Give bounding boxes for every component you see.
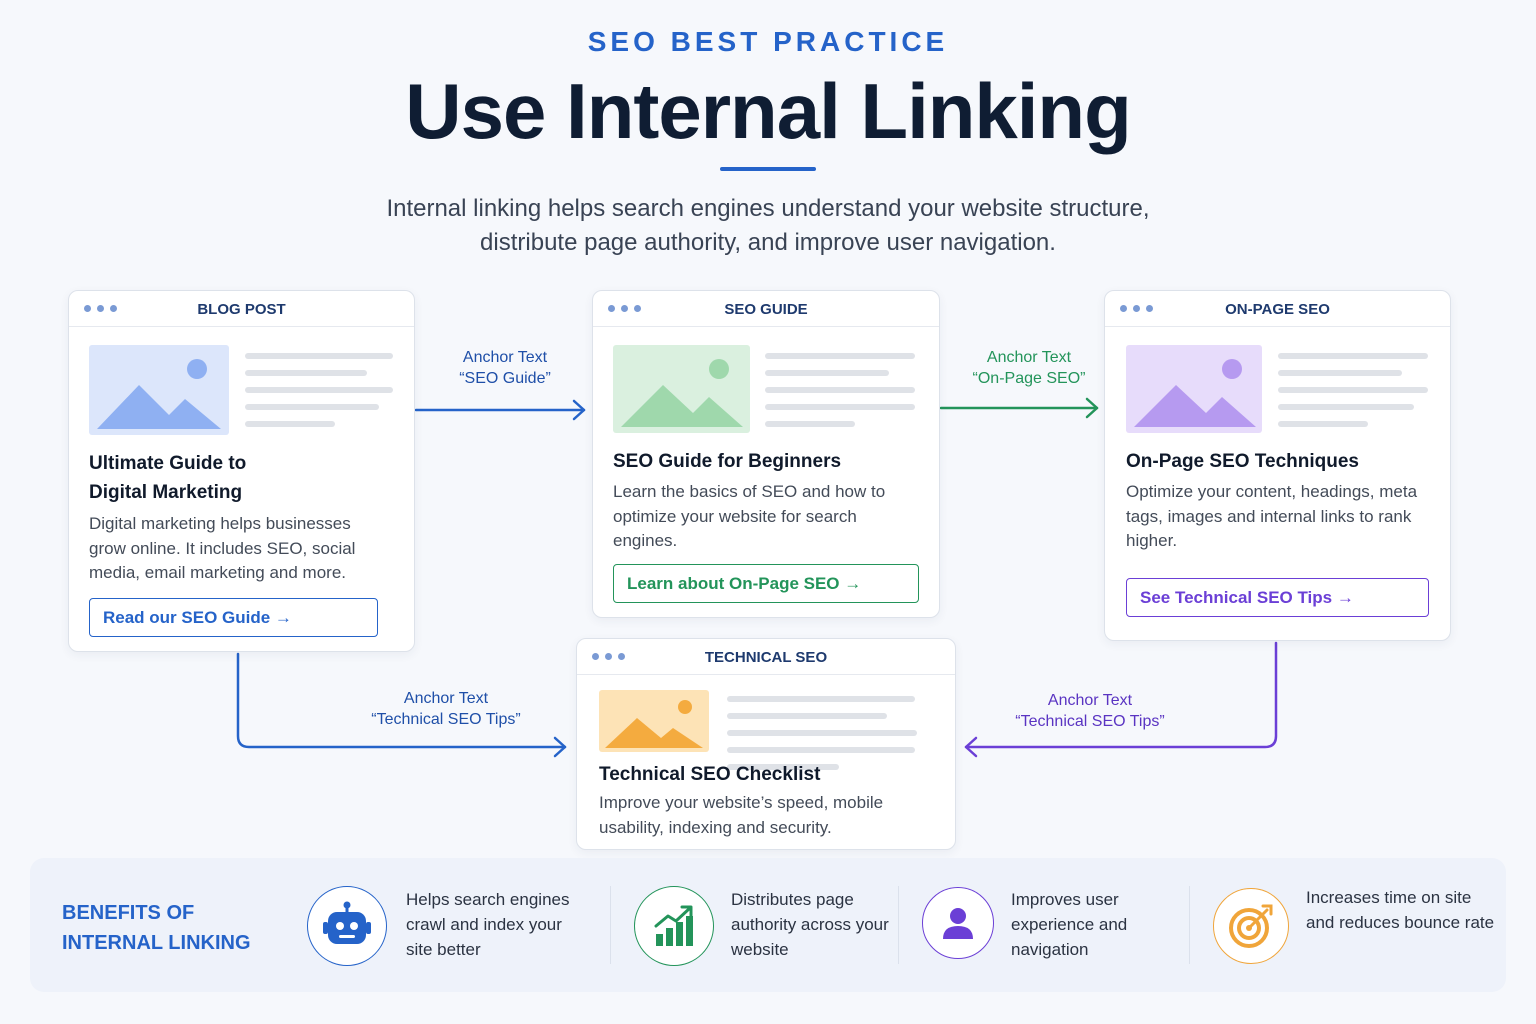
card-header: BLOG POST xyxy=(69,291,414,327)
window-dots-icon xyxy=(592,653,625,660)
benefits-title-line-1: BENEFITS OF xyxy=(62,902,195,924)
text-lines-placeholder xyxy=(245,353,395,438)
card-title: Ultimate Guide to Digital Marketing xyxy=(89,449,389,507)
anchor-label: Anchor Text xyxy=(403,690,489,707)
benefit-text-navigation: Improves user experience and navigation xyxy=(1011,890,1128,959)
image-placeholder-icon xyxy=(1126,345,1262,433)
benefits-title: BENEFITS OF INTERNAL LINKING xyxy=(62,898,282,958)
anchor-value: “On-Page SEO” xyxy=(972,370,1086,387)
card-description: Digital marketing helps businesses grow … xyxy=(89,514,356,582)
benefits-title-line-2: INTERNAL LINKING xyxy=(62,932,251,954)
benefit-text-crawl: Helps search engines crawl and index you… xyxy=(406,890,570,959)
anchor-value: “SEO Guide” xyxy=(459,370,551,387)
learn-on-page-seo-link[interactable]: Learn about On-Page SEO → xyxy=(613,564,919,603)
robot-icon xyxy=(307,886,387,966)
page-subtitle: Internal linking helps search engines un… xyxy=(268,192,1268,260)
card-title: SEO Guide for Beginners xyxy=(613,451,842,472)
anchor-text-on-page-seo: Anchor Text “On-Page SEO” xyxy=(944,347,1114,389)
anchor-value: “Technical SEO Tips” xyxy=(371,711,521,728)
anchor-label: Anchor Text xyxy=(462,349,548,366)
divider xyxy=(1189,886,1190,964)
card-header: TECHNICAL SEO xyxy=(577,639,955,675)
image-placeholder-icon xyxy=(599,690,709,752)
card-label: BLOG POST xyxy=(197,301,286,318)
anchor-value: “Technical SEO Tips” xyxy=(1015,713,1165,730)
card-label: ON-PAGE SEO xyxy=(1225,301,1330,318)
anchor-label: Anchor Text xyxy=(986,349,1072,366)
read-seo-guide-link[interactable]: Read our SEO Guide → xyxy=(89,598,378,637)
anchor-text-seo-guide: Anchor Text “SEO Guide” xyxy=(420,347,590,389)
window-dots-icon xyxy=(1120,305,1153,312)
growth-chart-icon xyxy=(634,886,714,966)
anchor-label: Anchor Text xyxy=(1047,692,1133,709)
target-icon xyxy=(1213,888,1289,964)
user-icon xyxy=(922,887,994,959)
divider xyxy=(610,886,611,964)
subtitle-line-1: Internal linking helps search engines un… xyxy=(386,195,1150,222)
divider xyxy=(898,886,899,964)
eyebrow-label: SEO BEST PRACTICE xyxy=(587,26,949,57)
arrow-guide-to-onpage xyxy=(939,397,1099,419)
card-label: SEO GUIDE xyxy=(724,301,808,318)
image-placeholder-icon xyxy=(613,345,750,433)
card-blog-post: BLOG POST Ultimate Guide to Digital Mark… xyxy=(68,290,415,652)
window-dots-icon xyxy=(608,305,641,312)
see-technical-seo-tips-link[interactable]: See Technical SEO Tips → xyxy=(1126,578,1429,617)
arrow-blog-to-guide xyxy=(414,399,586,421)
card-on-page-seo: ON-PAGE SEO On-Page SEO Techniques Optim… xyxy=(1104,290,1451,641)
card-header: ON-PAGE SEO xyxy=(1105,291,1450,327)
page-title: Use Internal Linking xyxy=(405,67,1131,155)
subtitle-line-2: distribute page authority, and improve u… xyxy=(480,229,1056,256)
text-lines-placeholder xyxy=(1278,353,1430,438)
benefit-text-authority: Distributes page authority across your w… xyxy=(731,890,889,959)
benefits-panel: BENEFITS OF INTERNAL LINKING Helps searc… xyxy=(30,858,1506,992)
card-description: Optimize your content, headings, meta ta… xyxy=(1126,482,1418,550)
card-seo-guide: SEO GUIDE SEO Guide for Beginners Learn … xyxy=(592,290,940,618)
title-underline xyxy=(720,167,816,171)
anchor-text-technical-seo-right: Anchor Text “Technical SEO Tips” xyxy=(984,690,1196,732)
card-title-line-2: Digital Marketing xyxy=(89,482,243,503)
benefit-text-bounce: Increases time on site and reduces bounc… xyxy=(1306,888,1495,932)
card-label: TECHNICAL SEO xyxy=(704,649,828,666)
card-description: Learn the basics of SEO and how to optim… xyxy=(613,482,886,550)
anchor-text-technical-seo-left: Anchor Text “Technical SEO Tips” xyxy=(340,688,552,730)
arrow-blog-to-technical xyxy=(236,652,567,758)
image-placeholder-icon xyxy=(89,345,229,435)
card-technical-seo: TECHNICAL SEO Technical SEO Checklist Im… xyxy=(576,638,956,850)
window-dots-icon xyxy=(84,305,117,312)
card-title-line-1: Ultimate Guide to xyxy=(89,453,247,474)
arrow-onpage-to-technical xyxy=(964,641,1278,758)
card-title: On-Page SEO Techniques xyxy=(1126,451,1359,472)
card-header: SEO GUIDE xyxy=(593,291,939,327)
card-description: Improve your website’s speed, mobile usa… xyxy=(599,793,884,837)
text-lines-placeholder xyxy=(765,353,917,438)
card-title: Technical SEO Checklist xyxy=(599,764,821,785)
text-lines-placeholder xyxy=(727,696,919,781)
